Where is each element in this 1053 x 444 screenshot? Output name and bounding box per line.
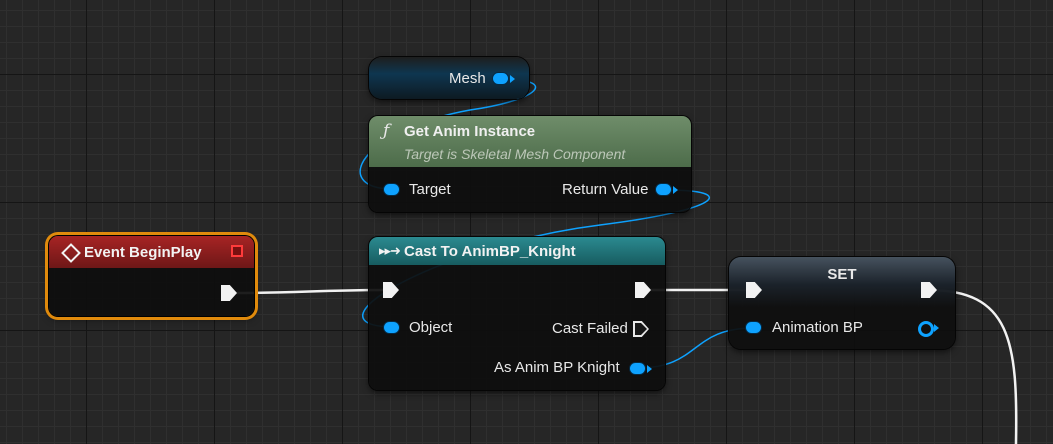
as-anim-bp-knight-output-pin[interactable] [630, 363, 645, 374]
mesh-output-pin[interactable] [493, 73, 508, 84]
cast-exec-output-pin[interactable] [635, 282, 651, 298]
set-title: SET [827, 266, 857, 283]
animation-bp-label: Animation BP [772, 319, 863, 336]
cast-failed-label: Cast Failed [552, 320, 628, 337]
set-exec-output-pin[interactable] [921, 282, 937, 298]
return-value-label: Return Value [562, 181, 649, 198]
cast-exec-input-pin[interactable] [383, 282, 399, 298]
set-node[interactable]: SET Animation BP [729, 257, 955, 349]
exec-wire-beginplay-to-cast [235, 288, 391, 295]
cast-header: ▸▸➜ Cast To AnimBP_Knight [369, 237, 665, 265]
set-exec-input-pin[interactable] [746, 282, 762, 298]
mesh-output-arrow-icon [510, 75, 515, 83]
target-input-pin[interactable] [384, 184, 399, 195]
cast-to-animbp-knight-node[interactable]: ▸▸➜ Cast To AnimBP_Knight Object Cast Fa… [369, 237, 665, 390]
cast-failed-exec-pin[interactable] [633, 321, 649, 337]
event-beginplay-title: Event BeginPlay [84, 244, 202, 261]
get-anim-instance-subtitle: Target is Skeletal Mesh Component [404, 146, 626, 162]
return-value-arrow-icon [673, 186, 678, 194]
object-wire-return-to-object [362, 189, 711, 328]
event-beginplay-header: Event BeginPlay [49, 236, 254, 268]
event-beginplay-node[interactable]: Event BeginPlay [49, 236, 254, 316]
exec-wire-set-out [927, 288, 1018, 444]
function-icon: ƒ [383, 121, 390, 141]
object-input-pin[interactable] [384, 322, 399, 333]
animation-bp-input-pin[interactable] [746, 322, 761, 333]
get-anim-instance-title: Get Anim Instance [404, 123, 536, 140]
as-anim-bp-knight-arrow-icon [647, 365, 652, 373]
return-value-output-pin[interactable] [656, 184, 671, 195]
as-anim-bp-knight-label: As Anim BP Knight [494, 359, 620, 376]
event-status-icon [231, 245, 243, 257]
mesh-label: Mesh [449, 70, 486, 87]
event-exec-output-pin[interactable] [221, 285, 237, 301]
cast-title: Cast To AnimBP_Knight [404, 243, 576, 260]
get-anim-instance-node[interactable]: ƒ Get Anim Instance Target is Skeletal M… [369, 116, 691, 212]
object-label: Object [409, 319, 453, 336]
event-diamond-icon [61, 243, 81, 263]
animation-bp-output-arrow-icon [934, 324, 939, 332]
target-label: Target [409, 181, 451, 198]
get-anim-instance-header: ƒ Get Anim Instance Target is Skeletal M… [369, 116, 691, 167]
cast-exec-icon: ▸▸➜ [379, 243, 401, 258]
mesh-variable-node[interactable]: Mesh [369, 57, 529, 99]
animation-bp-output-pin[interactable] [918, 321, 934, 337]
object-wire-mesh-to-target [359, 78, 537, 190]
